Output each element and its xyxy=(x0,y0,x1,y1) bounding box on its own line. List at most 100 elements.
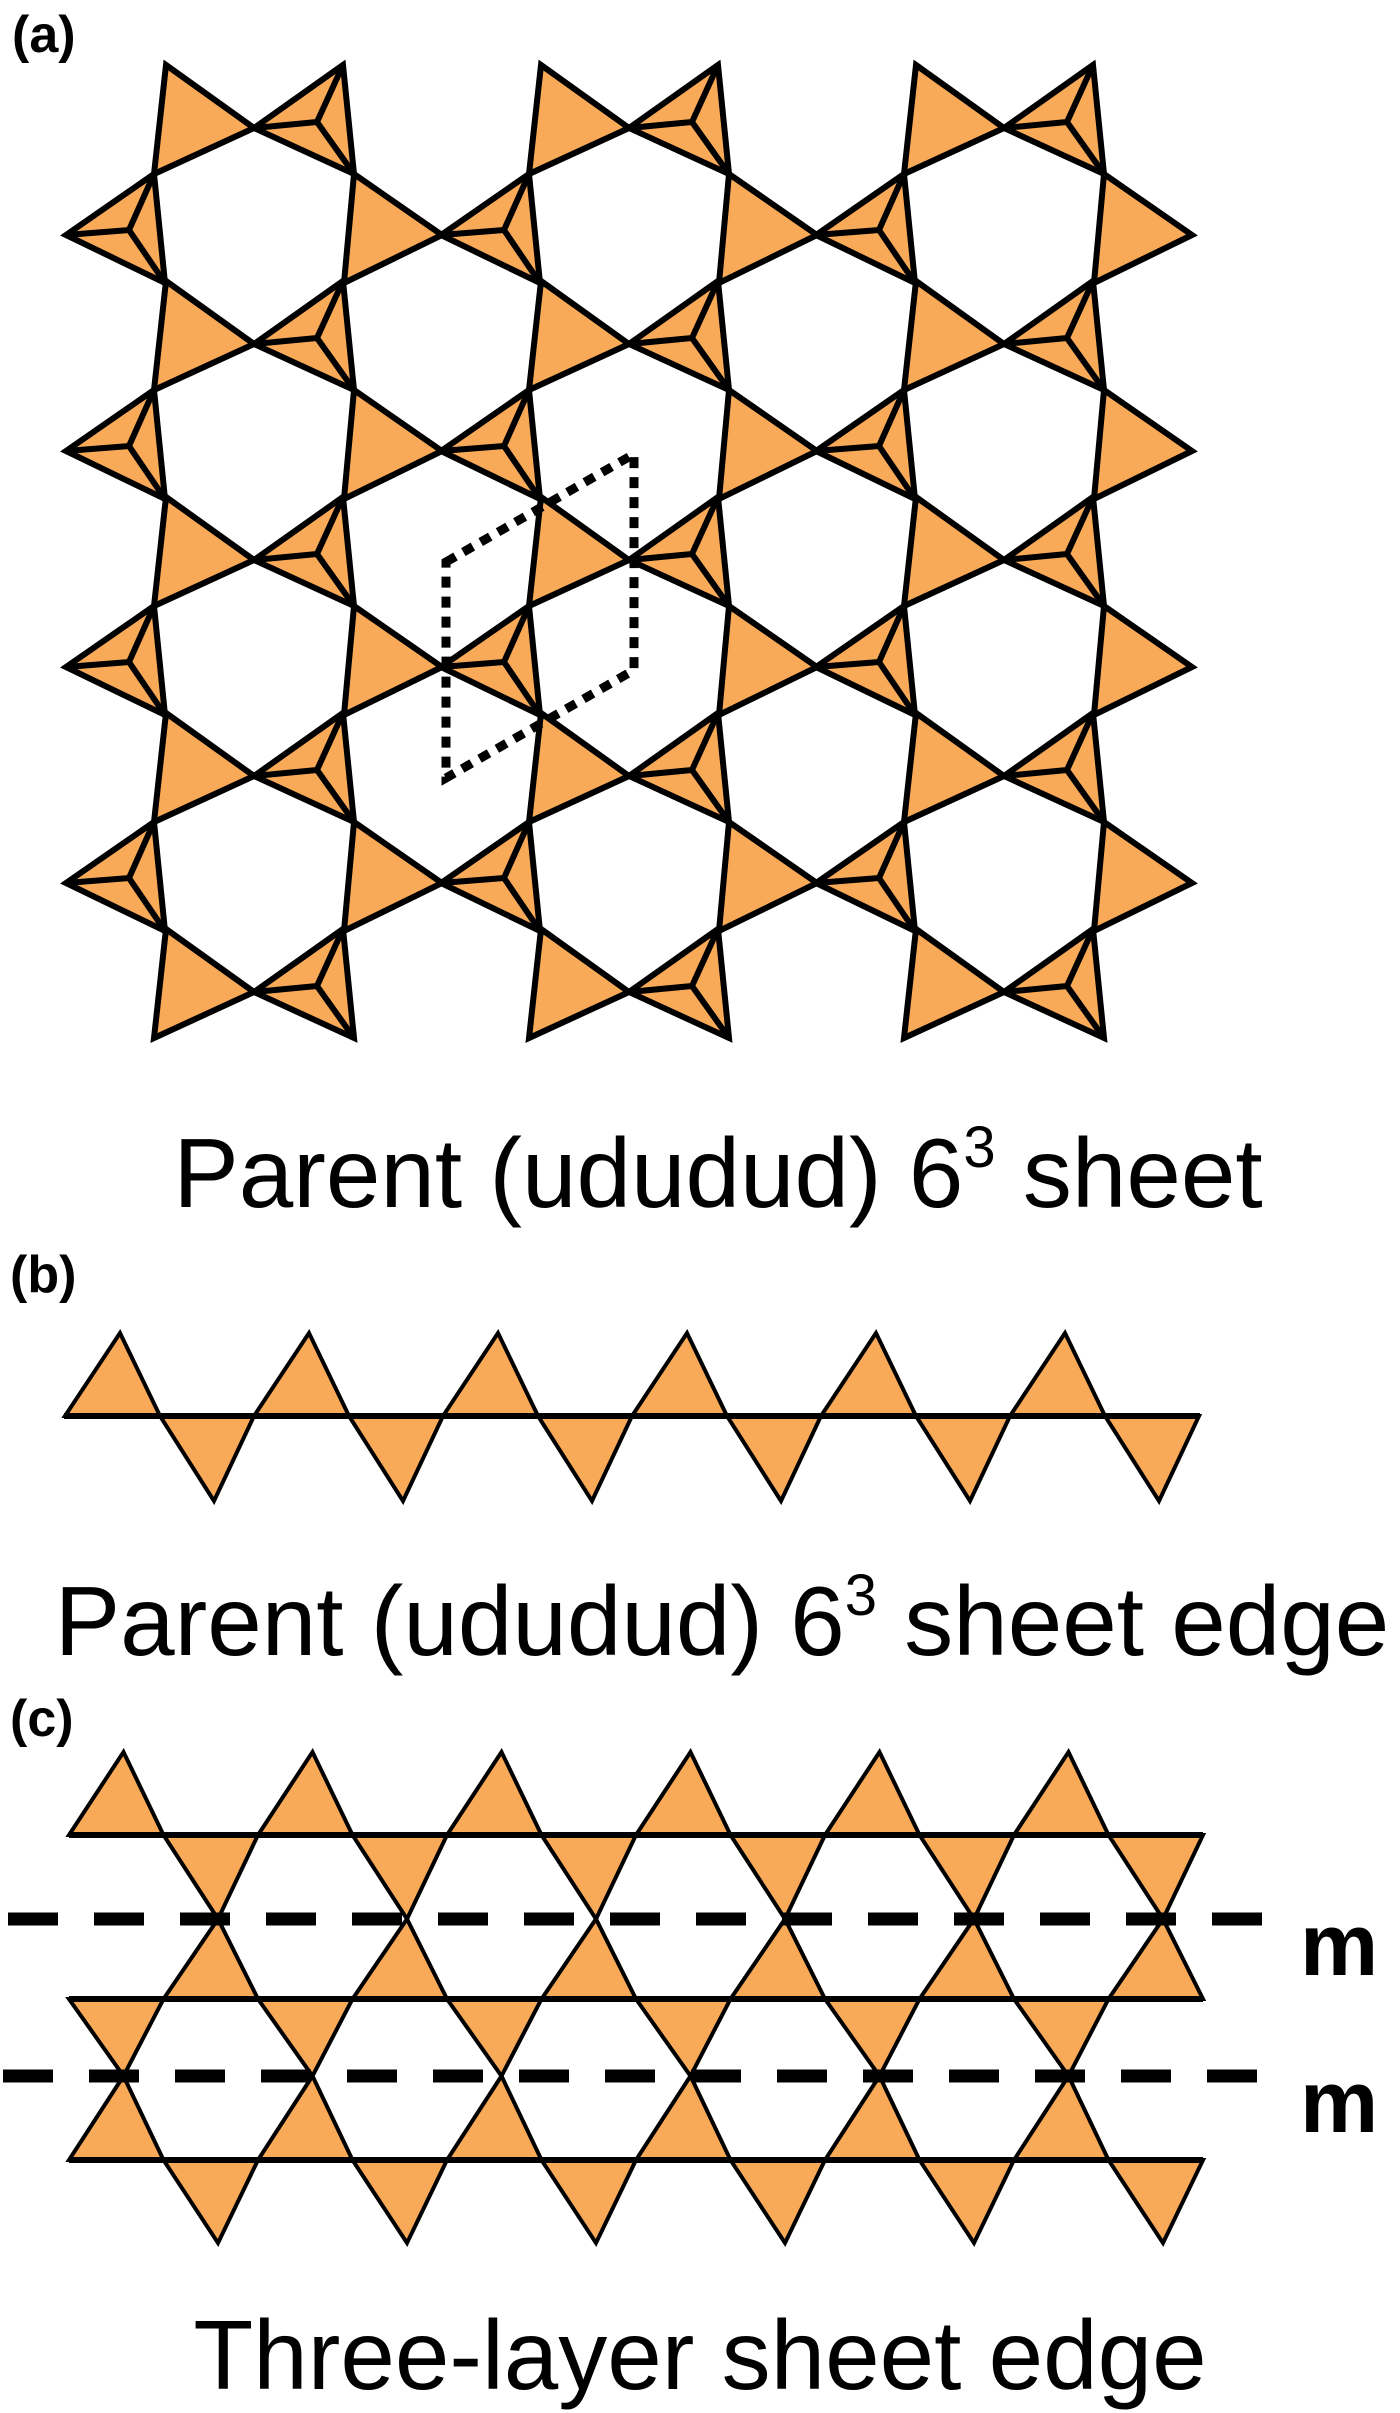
tetrahedron-apex-edge xyxy=(253,119,318,131)
tetrahedron-down-edge xyxy=(348,2158,451,2248)
tetrahedron-down xyxy=(900,275,1010,395)
tetrahedron-apex-edge xyxy=(253,551,318,563)
tetrahedron-apex-edge xyxy=(65,659,130,670)
tetrahedron-down xyxy=(150,59,260,179)
tetrahedron-apex-edge xyxy=(314,279,346,340)
tetrahedron-apex-edge xyxy=(501,660,543,717)
tetrahedron-apex-edge xyxy=(689,336,732,392)
tetrahedron-apex-edge xyxy=(1003,767,1068,779)
tetrahedron-down xyxy=(525,491,635,611)
panel-b-label: (b) xyxy=(10,1246,76,1304)
tetrahedron-apex-edge xyxy=(65,875,130,886)
tetrahedron-down xyxy=(715,168,823,289)
tetrahedron-down xyxy=(150,491,260,611)
tetrahedron-apex-edge xyxy=(501,228,543,285)
tetrahedron-down xyxy=(900,59,1010,179)
tetrahedron-apex-edge xyxy=(689,984,732,1040)
tetrahedron-apex-edge xyxy=(1064,927,1096,988)
tetrahedron-apex-edge xyxy=(314,120,357,176)
tetrahedron-up-edge xyxy=(254,1747,356,1837)
tetrahedron-down xyxy=(900,707,1010,827)
tetrahedron-apex-edge xyxy=(440,443,505,454)
tetrahedron-apex-edge xyxy=(689,63,721,124)
tetrahedron-apex-edge xyxy=(501,876,543,933)
tetrahedron-down xyxy=(715,600,823,721)
panel-c-three-layer xyxy=(3,1747,1266,2248)
tetrahedron-apex-edge xyxy=(65,227,130,238)
tetrahedron-up-edge xyxy=(254,2071,356,2162)
tetrahedron-apex-edge xyxy=(1064,279,1096,340)
tetrahedron-apex-edge xyxy=(815,443,880,454)
tetrahedron-apex-edge xyxy=(1064,552,1107,608)
tetrahedron-apex-edge xyxy=(126,876,168,933)
tetrahedron-apex-edge xyxy=(440,875,505,886)
tetrahedron-down-edge xyxy=(723,1414,825,1506)
tetrahedron-down-edge xyxy=(1104,2158,1207,2248)
tetrahedron-down-edge xyxy=(159,1833,262,1924)
tetrahedron-up-edge xyxy=(628,1328,731,1418)
tetrahedron-apex-edge xyxy=(628,119,693,131)
tetrahedron-up-edge xyxy=(821,2071,923,2162)
tetrahedron-apex-edge xyxy=(876,388,907,448)
tetrahedron-apex-edge xyxy=(876,820,907,880)
panel-c-caption: Three-layer sheet edge xyxy=(193,2300,1206,2410)
tetrahedron-apex-edge xyxy=(689,711,721,772)
mirror-label-1: m xyxy=(1300,1895,1378,1994)
tetrahedron-apex-edge xyxy=(1003,551,1068,563)
tetrahedron-down-edge xyxy=(915,1833,1018,1924)
tetrahedron-up-edge xyxy=(443,2071,545,2162)
tetrahedron-up-edge xyxy=(65,2071,167,2162)
tetrahedron-down xyxy=(150,923,260,1043)
tetrahedron-apex-edge xyxy=(815,875,880,886)
tetrahedron-down xyxy=(525,275,635,395)
tetrahedron-apex-edge xyxy=(314,984,357,1040)
tetrahedron-down xyxy=(150,707,260,827)
tetrahedron-apex-edge xyxy=(689,927,721,988)
tetrahedron-apex-edge xyxy=(628,335,693,347)
tetrahedron-down xyxy=(525,707,635,827)
tetrahedron-apex-edge xyxy=(314,711,346,772)
tetrahedron-apex-edge xyxy=(876,444,918,501)
tetrahedron-down-edge xyxy=(159,2158,262,2248)
tetrahedron-down xyxy=(1090,816,1198,937)
tetrahedron-down-edge xyxy=(537,2158,640,2248)
tetrahedron-apex-edge xyxy=(126,604,157,664)
tetrahedron-apex-edge xyxy=(1064,711,1096,772)
tetrahedron-down xyxy=(525,59,635,179)
tetrahedron-apex-edge xyxy=(876,660,918,717)
tetrahedron-down-edge xyxy=(537,1833,640,1924)
tetrahedron-apex-edge xyxy=(126,820,157,880)
panel-a-sheet xyxy=(60,59,1198,1043)
panel-b-caption: Parent (ududud) 63 sheet edge xyxy=(55,1563,1389,1676)
tetrahedron-apex-edge xyxy=(253,767,318,779)
panel-a-label: (a) xyxy=(12,6,76,64)
tetrahedron-up-edge xyxy=(537,1915,640,2001)
tetrahedron-apex-edge xyxy=(1003,335,1068,347)
tetrahedron-up-edge xyxy=(1010,1747,1112,1837)
tetrahedron-down-edge xyxy=(915,2158,1018,2248)
tetrahedron-down-edge xyxy=(726,1833,829,1924)
tetrahedron-apex-edge xyxy=(314,927,346,988)
tetrahedron-apex-edge xyxy=(1064,495,1096,556)
tetrahedron-up-edge xyxy=(439,1328,542,1418)
tetrahedron-up-edge xyxy=(1010,2071,1112,2162)
tetrahedron-apex-edge xyxy=(1064,120,1107,176)
tetrahedron-down xyxy=(900,491,1010,611)
tetrahedron-down xyxy=(340,168,448,289)
tetrahedron-up-edge xyxy=(159,1915,262,2001)
tetrahedron-apex-edge xyxy=(501,820,532,880)
tetrahedron-apex-edge xyxy=(314,495,346,556)
tetrahedron-up-edge xyxy=(1006,1328,1109,1418)
tetrahedron-down-edge xyxy=(912,1414,1014,1506)
tetrahedron-apex-edge xyxy=(689,279,721,340)
tetrahedron-apex-edge xyxy=(440,227,505,238)
tetrahedron-apex-edge xyxy=(126,172,157,232)
tetrahedron-apex-edge xyxy=(1064,63,1096,124)
tetrahedron-down-edge xyxy=(726,2158,829,2248)
tetrahedron-down xyxy=(525,923,635,1043)
mirror-label-2: m xyxy=(1300,2052,1378,2151)
tetrahedron-down xyxy=(715,816,823,937)
tetrahedron-apex-edge xyxy=(1064,984,1107,1040)
tetrahedron-down xyxy=(340,384,448,505)
tetrahedron-down-edge xyxy=(156,1414,258,1506)
